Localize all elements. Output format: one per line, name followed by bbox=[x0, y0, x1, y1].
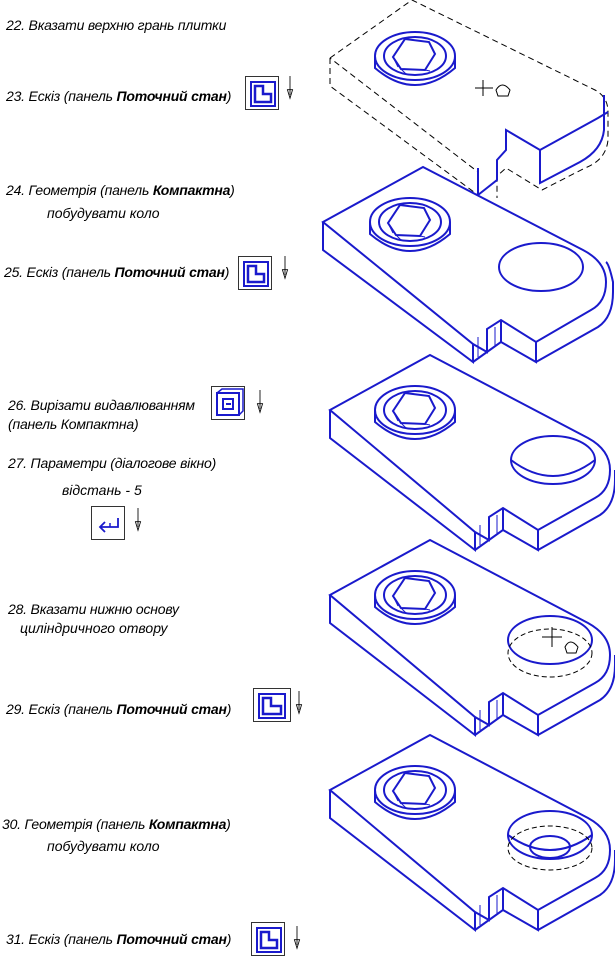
down-arrow-cursor-icon bbox=[256, 390, 264, 414]
step-27-label: 27. Параметри (діалогове вікно) bbox=[8, 455, 217, 471]
figure-step-28 bbox=[328, 538, 615, 738]
step-27-distance: відстань - 5 bbox=[62, 482, 142, 498]
step-29-label: 29. Ескіз (панель Поточний стан) bbox=[6, 701, 232, 717]
sketch-icon bbox=[250, 81, 276, 107]
down-arrow-cursor-icon bbox=[286, 76, 294, 100]
step-26-subtitle: (панель Компактна) bbox=[8, 416, 139, 432]
sketch-icon bbox=[243, 261, 269, 287]
enter-icon bbox=[98, 518, 119, 533]
down-arrow-cursor-icon bbox=[293, 926, 301, 950]
extrude-cut-button[interactable] bbox=[211, 386, 245, 420]
sketch-icon bbox=[256, 927, 282, 953]
step-24-subtitle: побудувати коло bbox=[47, 205, 160, 221]
step-22-label: 22. Вказати верхню грань плитки bbox=[6, 17, 227, 33]
sketch-button-25[interactable] bbox=[238, 256, 272, 290]
step-28-subtitle: циліндричного отвору bbox=[20, 620, 168, 636]
step-28-label: 28. Вказати нижню основу bbox=[8, 601, 179, 617]
figure-step-26-27 bbox=[328, 353, 615, 553]
step-31-label: 31. Ескіз (панель Поточний стан) bbox=[6, 931, 232, 947]
sketch-button-29[interactable] bbox=[253, 688, 291, 722]
down-arrow-cursor-icon bbox=[134, 508, 142, 532]
down-arrow-cursor-icon bbox=[281, 256, 289, 280]
step-24-label: 24. Геометрія (панель Компактна) bbox=[6, 182, 235, 198]
step-25-label: 25. Ескіз (панель Поточний стан) bbox=[4, 264, 230, 280]
figure-step-22 bbox=[329, 0, 609, 198]
sketch-icon bbox=[258, 693, 286, 719]
figure-step-30 bbox=[328, 733, 615, 933]
step-30-label: 30. Геометрія (панель Компактна) bbox=[2, 816, 231, 832]
figure-step-24-25 bbox=[321, 165, 614, 364]
down-arrow-cursor-icon bbox=[295, 691, 303, 715]
step-26-label: 26. Вирізати видавлюванням bbox=[8, 397, 195, 413]
step-30-subtitle: побудувати коло bbox=[47, 838, 160, 854]
sketch-button-23[interactable] bbox=[245, 76, 279, 110]
step-23-label: 23. Ескіз (панель Поточний стан) bbox=[6, 88, 232, 104]
sketch-button-31[interactable] bbox=[251, 922, 285, 956]
extrude-cut-icon bbox=[216, 388, 244, 416]
enter-button[interactable] bbox=[91, 506, 125, 540]
